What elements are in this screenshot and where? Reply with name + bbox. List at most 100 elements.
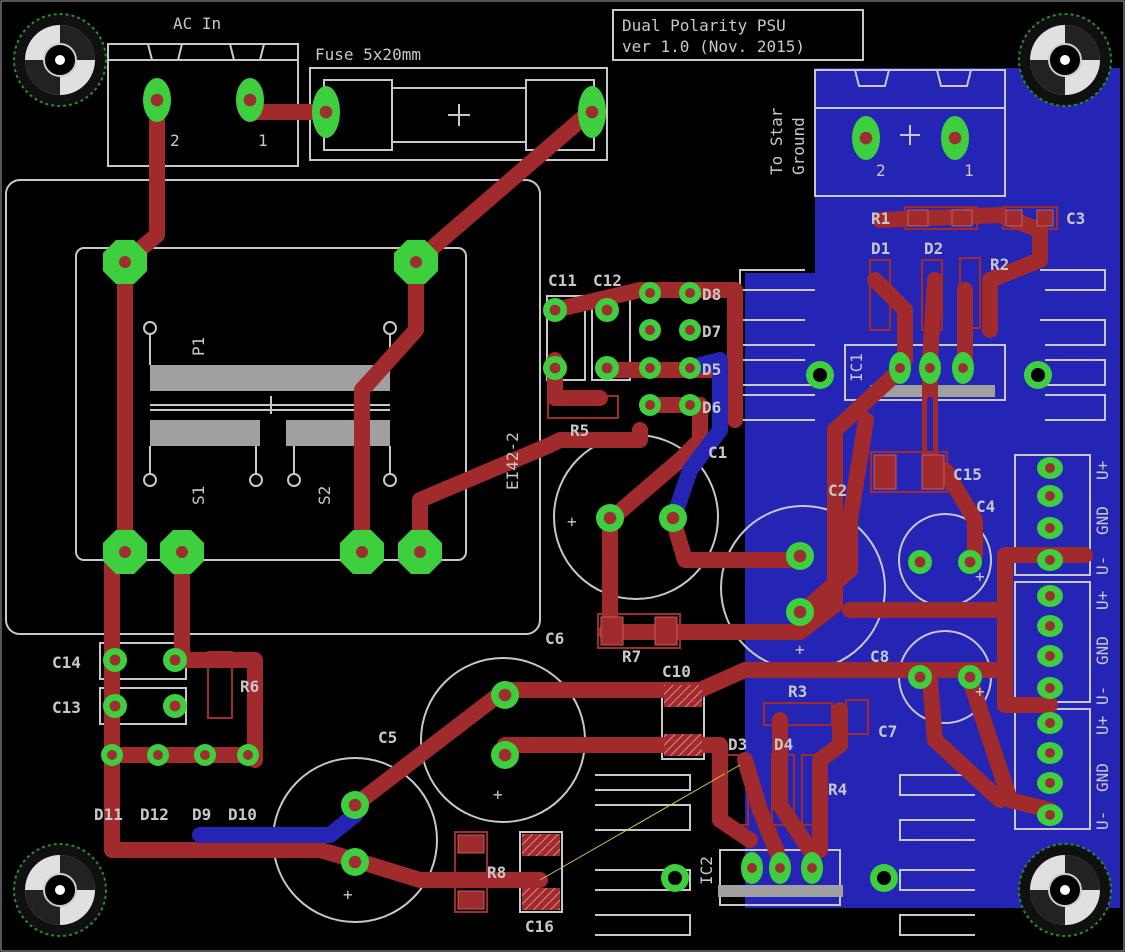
refdes-r6: R6 [240,677,259,696]
pad-drill [877,871,891,885]
terminal-label-t3-1: GND [1093,763,1112,792]
refdes-d8: D8 [702,285,721,304]
refdes-d1: D1 [871,239,890,258]
pad-drill [1045,621,1055,631]
refdes-d10: D10 [228,805,257,824]
star-pin1-label: 1 [964,161,974,180]
refdes-d3: D3 [728,735,747,754]
pad-drill [603,511,617,525]
pad-drill [109,654,121,666]
pad-drill [747,863,757,873]
pad-drill [775,863,785,873]
title-line2: ver 1.0 (Nov. 2015) [622,37,805,56]
pad-drill [1045,748,1055,758]
svg-text:+: + [975,682,985,701]
pad-drill [356,546,368,558]
refdes-d12: D12 [140,805,169,824]
pad-drill [685,288,695,298]
refdes-c2: C2 [828,481,847,500]
fuse-label: Fuse 5x20mm [315,45,421,64]
svg-text:+: + [795,640,805,659]
refdes-c16: C16 [525,917,554,936]
mounting-hole-icon [1018,13,1112,107]
pad-drill [243,93,257,107]
mounting-hole-icon [13,843,107,937]
pad-drill [150,93,164,107]
pad-drill [807,863,817,873]
silkscreen-outlines [5,9,1106,936]
refdes-c3: C3 [1066,209,1085,228]
pad-drill [685,400,695,410]
pad-drill [109,700,121,712]
svg-text:+: + [567,512,577,531]
refdes-c1: C1 [708,443,727,462]
refdes-r8: R8 [487,863,506,882]
pad-drill [685,325,695,335]
refdes-r1: R1 [871,209,890,228]
pad-drill [549,362,561,374]
refdes-d2: D2 [924,239,943,258]
refdes-c14: C14 [52,653,81,672]
pad-drill [498,748,512,762]
pad-drill [645,400,655,410]
pad-drill [107,750,117,760]
pad-drill [601,304,613,316]
pad-drill [859,131,873,145]
pad-drill [1045,778,1055,788]
terminal-label-t2-2: U- [1093,686,1112,705]
svg-text:+: + [493,785,503,804]
star-label-2: Ground [789,117,808,175]
pad-drill [793,549,807,563]
pad-drill [914,556,926,568]
refdes-r2: R2 [990,255,1009,274]
transformer-primary: P1 [189,337,208,356]
pad-drill [948,131,962,145]
terminal-label-t1-2: U- [1093,556,1112,575]
pad-drill [1045,523,1055,533]
pad-drill [1045,683,1055,693]
pad-drill [964,556,976,568]
pad-drill [925,363,935,373]
pad-drill [668,871,682,885]
mounting-hole-icon [13,13,107,107]
top-copper-traces [104,92,1093,888]
terminal-label-t2-1: GND [1093,636,1112,665]
star-label-1: To Star [767,107,786,175]
ic1-label: IC1 [847,353,866,382]
pad-drill [601,362,613,374]
pad-drill [958,363,968,373]
pad-drill [1045,591,1055,601]
through-hole-pads [101,78,1063,892]
pad-drill [1045,463,1055,473]
pad-drill [813,368,827,382]
pad-drill [414,546,426,558]
pad-drill [914,671,926,683]
refdes-c11: C11 [548,271,577,290]
airwire [539,764,741,881]
ic2-label: IC2 [697,856,716,885]
title-line1: Dual Polarity PSU [622,16,786,35]
smd-parts [207,206,1058,913]
ac-pin2-label: 2 [170,131,180,150]
bottom-copper-traces [192,352,933,843]
ac-in-label: AC In [173,14,221,33]
pad-drill [1045,718,1055,728]
transformer-part: EI42-2 [503,432,522,490]
refdes-d6: D6 [702,398,721,417]
polarity-marks: +++ +++ [343,512,985,904]
pad-drill [895,363,905,373]
silkscreen-labels: Dual Polarity PSU ver 1.0 (Nov. 2015) AC… [52,14,1112,936]
pad-drill [1045,491,1055,501]
pad-drill [585,105,599,119]
pad-drill [319,105,333,119]
refdes-c7: C7 [878,722,897,741]
refdes-c8: C8 [870,647,889,666]
terminal-label-t1-1: GND [1093,506,1112,535]
pad-drill [1045,651,1055,661]
pad-drill [1031,368,1045,382]
ac-pin1-label: 1 [258,131,268,150]
refdes-d11: D11 [94,805,123,824]
pad-drill [685,363,695,373]
transformer-sec1: S1 [189,486,208,505]
